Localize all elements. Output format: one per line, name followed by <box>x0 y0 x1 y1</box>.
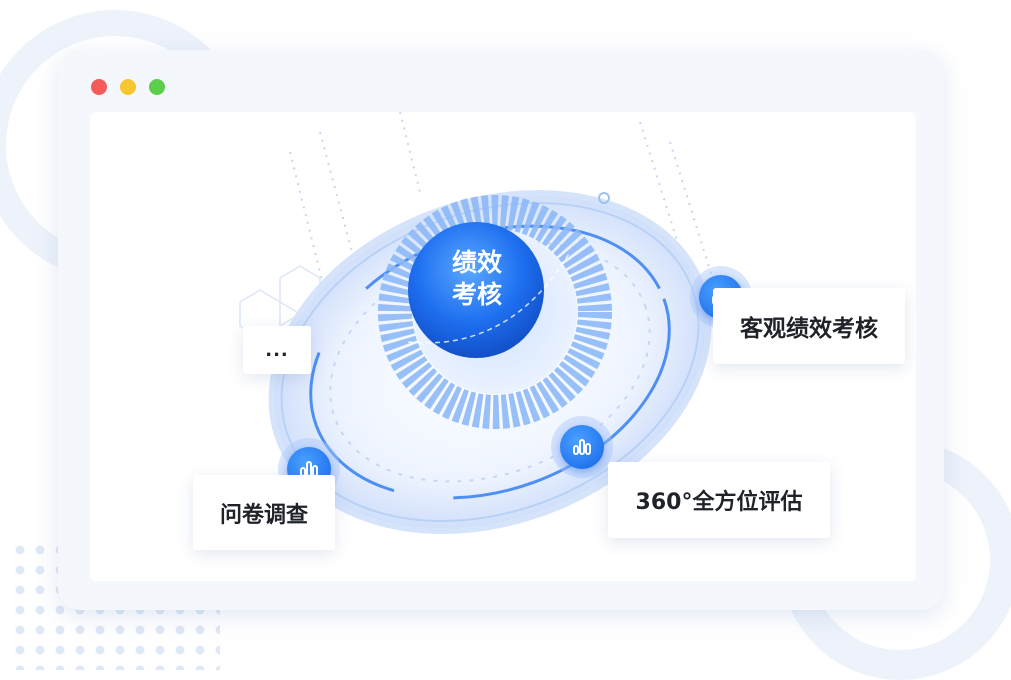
window-close-button[interactable] <box>91 79 107 95</box>
label-more: ... <box>243 326 311 374</box>
label-objective-assessment: 客观绩效考核 <box>713 288 905 364</box>
label-questionnaire-survey: 问卷调查 <box>193 475 335 550</box>
core-sphere <box>408 222 544 358</box>
window-minimize-button[interactable] <box>120 79 136 95</box>
window-maximize-button[interactable] <box>149 79 165 95</box>
browser-window: 绩效 考核 <box>58 50 944 610</box>
label-360-evaluation: 360°全方位评估 <box>608 462 830 538</box>
bar-chart-icon <box>573 439 591 455</box>
core-title-line1: 绩效 <box>451 248 502 277</box>
core-title: 绩效 考核 <box>427 247 527 311</box>
content-area: 绩效 考核 <box>90 112 916 581</box>
method-node-360 <box>551 416 613 478</box>
core-title-line2: 考核 <box>451 280 502 309</box>
